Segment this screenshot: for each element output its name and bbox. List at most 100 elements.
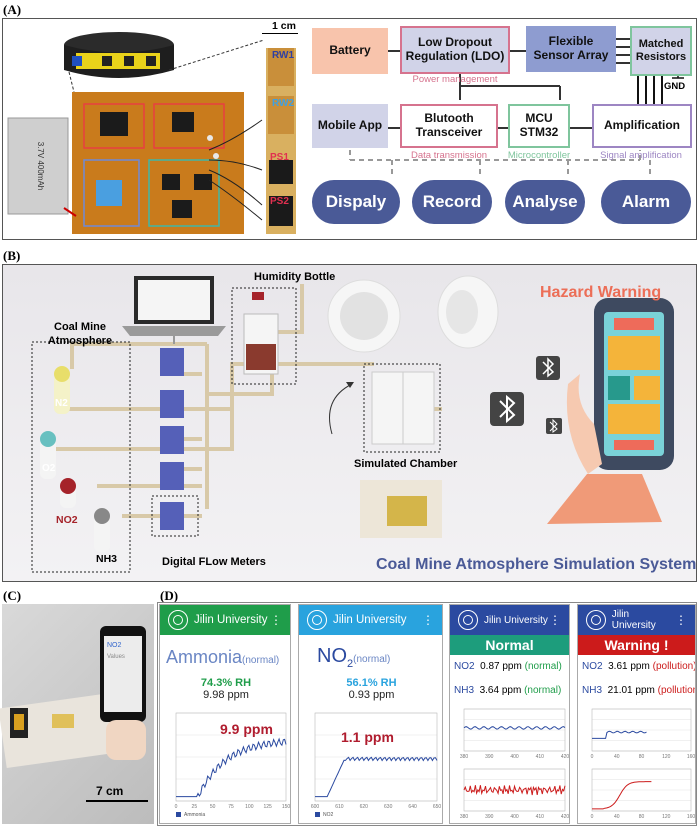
phone-image: NO2 Values: [100, 626, 146, 722]
nh3-row-4: NH3 21.01 ppm (pollution): [582, 685, 695, 696]
phone-text: NO2: [107, 642, 122, 649]
x-tick-label: 160: [687, 754, 695, 760]
device-photo: 3.7V 400mAh: [7, 32, 296, 234]
gas-name-1: Ammonia(normal): [166, 647, 279, 668]
university-seal-icon: [168, 610, 188, 630]
x-tick-label: 25: [192, 804, 198, 810]
display-pill: Dispaly: [312, 180, 400, 224]
university-name-2: Jilin University: [333, 614, 407, 626]
panel-d-frame: [157, 602, 697, 826]
menu-dots-icon[interactable]: ⋮: [270, 613, 282, 627]
data-transmission-label: Data transmission: [410, 150, 488, 161]
x-tick-label: 80: [639, 814, 645, 820]
x-tick-label: 410: [536, 814, 545, 820]
power-management-label: Power management: [412, 74, 498, 85]
analyse-pill: Analyse: [505, 180, 585, 224]
nh3-state-3: (normal): [524, 685, 562, 696]
menu-dots-icon[interactable]: ⋮: [675, 613, 687, 627]
electrode-ps2: PS2: [270, 196, 289, 207]
battery-block: Battery: [312, 28, 388, 74]
scale-bar-c: [86, 800, 148, 802]
gas-name-2: NO2(normal): [317, 645, 390, 670]
wrist-photo: NO2 Values: [0, 604, 154, 824]
rh-2: 56.1% RH: [346, 677, 397, 689]
gas-state-2: (normal): [353, 654, 391, 665]
peak-2: 1.1 ppm: [341, 729, 394, 745]
x-tick-label: 380: [460, 754, 469, 760]
university-seal-icon: [307, 610, 327, 630]
gas-name-text-2: NO: [317, 645, 347, 667]
no2-row-3: NO2 0.87 ppm (normal): [454, 661, 562, 672]
header-1: Jilin University ⋮: [160, 605, 290, 635]
legend-swatch: [315, 812, 320, 817]
x-tick-label: 630: [384, 804, 393, 810]
hazard-warning-label: Hazard Warning: [540, 284, 662, 301]
no2-label-3: NO2: [454, 661, 475, 672]
gas-name-text-1: Ammonia: [166, 647, 243, 667]
svg-text:3.7V 400mAh: 3.7V 400mAh: [36, 142, 45, 190]
plot-trace: [463, 726, 566, 730]
x-tick-label: 650: [433, 804, 441, 810]
x-tick-label: 390: [485, 754, 494, 760]
pipe-network: [47, 284, 442, 518]
plot-trace: [176, 737, 287, 798]
no2-state-3: (normal): [524, 661, 562, 672]
matched-resistors-block: Matched Resistors: [630, 26, 692, 76]
nh3-label-4: NH3: [582, 685, 603, 696]
mobile-app-block: Mobile App: [312, 104, 388, 148]
header-3: Jilin University ⋮: [450, 605, 569, 635]
bluetooth-block: Blutooth Transceiver: [400, 104, 498, 148]
nh3-state-4: (pollution): [657, 685, 695, 696]
university-name-4: Jilin University: [611, 609, 656, 631]
status-banner-warning: Warning !: [578, 635, 695, 655]
panel-c-label: (C): [3, 588, 22, 603]
x-tick-label: 380: [460, 814, 469, 820]
x-tick-label: 160: [687, 814, 695, 820]
plot-frame: [175, 712, 287, 802]
screen-ammonia: Jilin University ⋮ Ammonia(normal) 74.3%…: [159, 604, 291, 824]
x-tick-label: 100: [245, 804, 254, 810]
ldo-block: Low Dropout Regulation (LDO): [400, 26, 510, 74]
plot-frame: [591, 768, 692, 812]
nh3-value-3: 3.64 ppm: [479, 685, 522, 696]
x-tick-label: 50: [210, 804, 216, 810]
no2-row-4: NO2 3.61 ppm (pollution): [582, 661, 695, 672]
humidity-bottle-label: Humidity Bottle: [254, 271, 336, 283]
phone-hand-image: [547, 298, 674, 524]
nh3-label-3: NH3: [454, 685, 475, 696]
screen-warning: Jilin University ⋮ Warning ! NO2 3.61 pp…: [577, 604, 696, 824]
simulation-scene: [31, 275, 674, 573]
ppm-2: 0.93 ppm: [348, 689, 395, 701]
x-tick-label: 80: [639, 754, 645, 760]
no2-label-4: NO2: [582, 661, 603, 672]
x-tick-label: 75: [228, 804, 234, 810]
x-tick-label: 0: [591, 814, 594, 820]
peak-1: 9.9 ppm: [220, 721, 273, 737]
plot-frame: [314, 712, 438, 802]
plot-frame: [463, 708, 566, 752]
x-tick-label: 120: [662, 754, 671, 760]
electrode-rw1: RW1: [272, 50, 295, 61]
battery-image: 3.7V 400mAh: [7, 117, 77, 217]
flow-meters: [160, 348, 184, 530]
wristband-image: [64, 32, 174, 78]
x-tick-label: 150: [282, 804, 290, 810]
legend-label: Ammonia: [184, 812, 205, 818]
menu-dots-icon[interactable]: ⋮: [549, 613, 561, 627]
laptop-image: [122, 276, 226, 344]
gas-sub-2: 2: [347, 658, 354, 670]
electrode-strip-image: [266, 48, 296, 234]
hand-image: [106, 720, 146, 760]
x-tick-label: 400: [510, 754, 519, 760]
x-tick-label: 610: [335, 804, 344, 810]
header-4: Jilin University ⋮: [578, 605, 695, 635]
university-seal-icon: [586, 610, 606, 630]
x-tick-label: 420: [561, 814, 569, 820]
scale-bar: [262, 33, 298, 34]
x-tick-label: 40: [614, 814, 620, 820]
menu-dots-icon[interactable]: ⋮: [422, 613, 434, 627]
university-name-1: Jilin University: [194, 614, 268, 626]
gas-bottles: [40, 366, 110, 552]
